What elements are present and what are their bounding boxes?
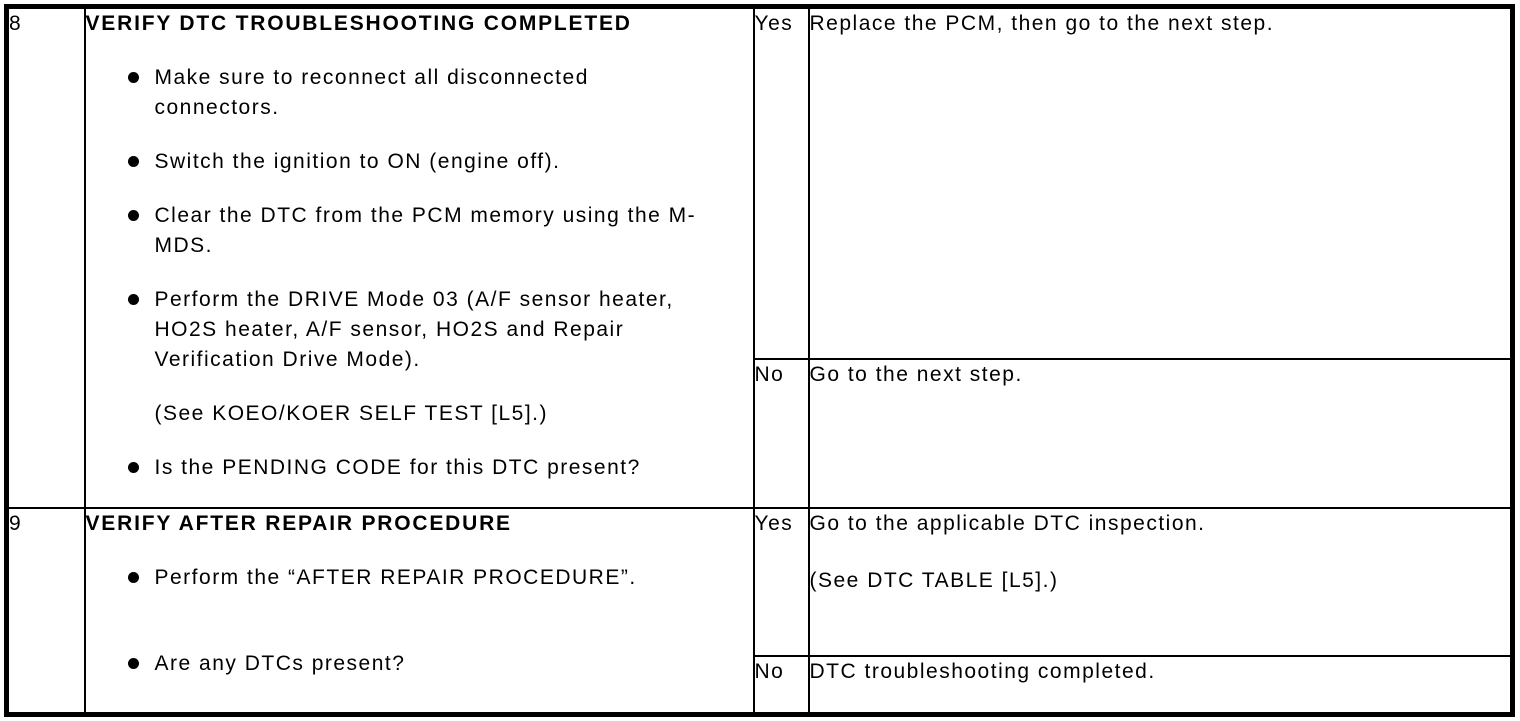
bullet-text: Is the PENDING CODE for this DTC present…: [154, 456, 641, 479]
result-text: Go to the applicable DTC inspection.: [809, 512, 1206, 535]
result-cell: Replace the PCM, then go to the next ste…: [807, 5, 1514, 361]
result-cell: Go to the applicable DTC inspection. (Se…: [807, 507, 1514, 657]
answer-label: No: [754, 363, 785, 387]
bullet-text: Are any DTCs present?: [154, 652, 406, 675]
step-number-cell: 9: [5, 507, 86, 715]
answer-cell-yes: Yes: [752, 5, 810, 361]
answer-cell-no: No: [752, 358, 810, 509]
answer-cell-yes: Yes: [752, 507, 810, 657]
bullet-icon: [127, 658, 139, 669]
bullet-item: Perform the “AFTER REPAIR PROCEDURE”.: [87, 563, 752, 593]
step-title: VERIFY AFTER REPAIR PROCEDURE: [85, 512, 512, 535]
step-number-cell: 8: [5, 5, 86, 509]
step-number: 8: [9, 12, 23, 35]
answer-label: Yes: [754, 12, 794, 35]
bullet-item: Make sure to reconnect all disconnected …: [87, 63, 752, 123]
action-cell-step8: VERIFY DTC TROUBLESHOOTING COMPLETED Mak…: [83, 5, 755, 509]
bullet-text: Perform the “AFTER REPAIR PROCEDURE”.: [154, 566, 637, 589]
reference-note: (See KOEO/KOER SELF TEST [L5].): [154, 402, 549, 425]
bullet-item: Perform the DRIVE Mode 03 (A/F sensor he…: [87, 285, 752, 375]
bullet-icon: [127, 210, 139, 221]
bullet-text: Switch the ignition to ON (engine off).: [154, 150, 561, 173]
bullet-icon: [127, 72, 139, 83]
result-text: Replace the PCM, then go to the next ste…: [809, 12, 1275, 35]
result-text: DTC troubleshooting completed.: [809, 660, 1156, 683]
bullet-item: Clear the DTC from the PCM memory using …: [87, 201, 752, 261]
answer-label: Yes: [754, 512, 794, 535]
bullet-icon: [127, 294, 139, 305]
bullet-item: Switch the ignition to ON (engine off).: [87, 147, 752, 177]
step-number: 9: [9, 512, 23, 535]
table-row-step8-no: No Go to the next step.: [7, 358, 1514, 509]
bullet-icon: [127, 572, 139, 583]
answer-cell-no: No: [752, 655, 810, 715]
answer-label: No: [754, 660, 785, 683]
table-row-step9-yes: 9 VERIFY AFTER REPAIR PROCEDURE Perform …: [5, 507, 1514, 715]
bullet-text: Clear the DTC from the PCM memory using …: [154, 204, 697, 257]
bullet-text: Make sure to reconnect all disconnected …: [154, 66, 589, 119]
result-cell: Go to the next step.: [807, 358, 1514, 509]
bullet-text: Perform the DRIVE Mode 03 (A/F sensor he…: [154, 288, 674, 371]
result-cell: DTC troubleshooting completed.: [807, 655, 1514, 715]
result-reference-note: (See DTC TABLE [L5].): [809, 569, 1059, 592]
bullet-item: Are any DTCs present?: [87, 649, 752, 679]
troubleshooting-table: 8 VERIFY DTC TROUBLESHOOTING COMPLETED M…: [4, 4, 1515, 717]
bullet-icon: [127, 156, 139, 167]
action-cell-step9: VERIFY AFTER REPAIR PROCEDURE Perform th…: [83, 507, 755, 715]
table-row-step9-no: No DTC troubleshooting completed.: [7, 655, 1514, 715]
step-title: VERIFY DTC TROUBLESHOOTING COMPLETED: [85, 12, 632, 35]
table-row-step8-yes: 8 VERIFY DTC TROUBLESHOOTING COMPLETED M…: [5, 5, 1514, 509]
bullet-icon: [127, 462, 139, 473]
bullet-item: Is the PENDING CODE for this DTC present…: [87, 453, 752, 483]
result-text: Go to the next step.: [809, 363, 1023, 387]
